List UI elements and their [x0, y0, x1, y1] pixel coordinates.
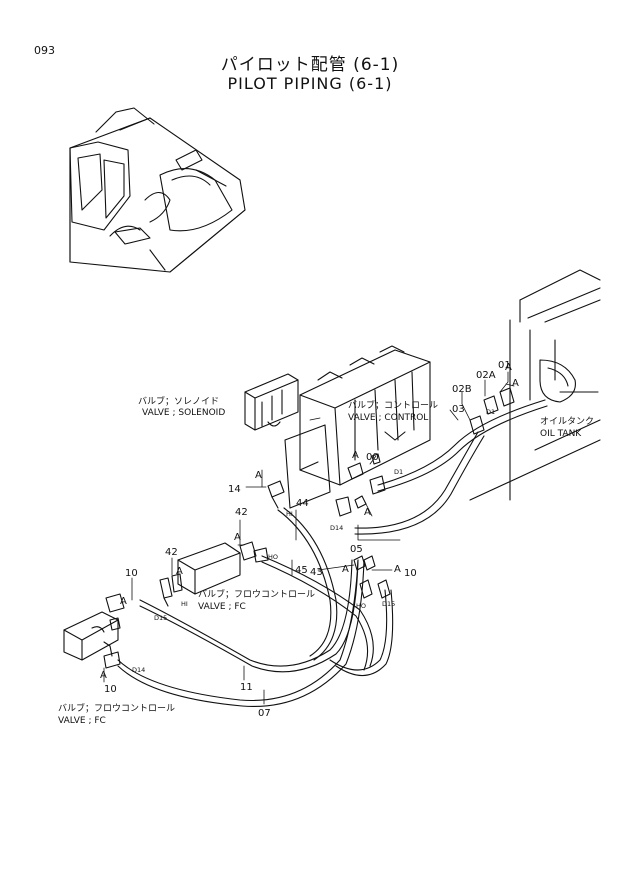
part-label-01: 01 [498, 360, 511, 371]
hose-11 [139, 559, 359, 673]
port-label-ho: HO [268, 553, 278, 561]
part-label-05: 05 [350, 544, 363, 555]
port-label-ho: HO [356, 602, 366, 610]
fittings [103, 387, 515, 669]
part-label-02b: 02B [452, 384, 472, 395]
caption-fc-middle-en: VALVE ; FC [198, 602, 246, 612]
port-label-d1: D1 [486, 408, 495, 416]
hose-44 [277, 507, 338, 661]
detail-mark-a: A [234, 532, 241, 543]
caption-control-jp: バルブ；コントロール [348, 399, 438, 411]
caption-control-en: VALVE ; CONTROL [348, 413, 428, 423]
part-label-10-right: 10 [404, 568, 417, 579]
port-label-hi: HI [181, 600, 188, 608]
fc-valve-middle [171, 542, 241, 595]
port-label-d15: D15 [154, 614, 167, 622]
control-valve [299, 345, 431, 486]
caption-oiltank-en: OIL TANK [540, 429, 582, 439]
detail-mark-a: A [176, 566, 183, 577]
part-label-44: 44 [296, 498, 309, 509]
part-label-42-lower: 42 [165, 547, 178, 558]
excavator-overview-illustration [69, 107, 246, 273]
hose-45 [261, 555, 374, 671]
fc-valve-lower [63, 611, 119, 661]
part-label-43: 43 [310, 567, 323, 578]
caption-fc-lower-en: VALVE ; FC [58, 716, 106, 726]
part-label-10-left: 10 [125, 568, 138, 579]
port-label-d15: D15 [382, 600, 395, 608]
title-japanese: パイロット配管 (6-1) [220, 55, 400, 75]
part-label-11: 11 [240, 682, 253, 693]
detail-mark-a: A [100, 670, 107, 681]
title-english: PILOT PIPING (6-1) [227, 74, 393, 93]
port-label-hi: HI [286, 510, 293, 518]
part-label-14: 14 [228, 484, 241, 495]
detail-mark-a: A [120, 596, 127, 607]
detail-mark-a: A [352, 450, 359, 461]
part-label-45: 45 [295, 565, 308, 576]
caption-fc-lower-jp: バルブ；フロウコントロール [58, 702, 175, 714]
part-label-07: 07 [258, 708, 271, 719]
detail-mark-a: A [255, 470, 262, 481]
detail-mark-a: A [505, 362, 512, 373]
detail-mark-a: A [512, 378, 519, 389]
caption-oiltank-jp: オイルタンク [540, 416, 594, 427]
caption-fc-middle-jp: バルブ；フロウコントロール [198, 588, 315, 600]
detail-mark-a: A [342, 564, 349, 575]
leader-lines [103, 371, 515, 705]
part-label-02a: 02A [476, 370, 496, 381]
detail-mark-a: A [394, 564, 401, 575]
port-label-d14: D14 [132, 666, 145, 674]
caption-solenoid-jp: バルブ；ソレノイド [138, 395, 219, 407]
hose-misc [329, 589, 394, 677]
port-label-d14: D14 [330, 524, 343, 532]
part-label-03: 03 [452, 404, 465, 415]
part-label-00: 00 [366, 452, 379, 463]
part-label-42-upper: 42 [235, 507, 248, 518]
port-label-d1: D1 [394, 468, 403, 476]
solenoid-valve [244, 373, 331, 509]
part-label-10-bottom: 10 [104, 684, 117, 695]
detail-mark-a: A [364, 507, 371, 518]
oil-tank-structure [469, 269, 601, 501]
page-number: 093 [34, 44, 55, 57]
hose-03 [377, 399, 548, 492]
caption-solenoid-en: VALVE ; SOLENOID [142, 408, 225, 418]
hose-05 [354, 431, 485, 535]
